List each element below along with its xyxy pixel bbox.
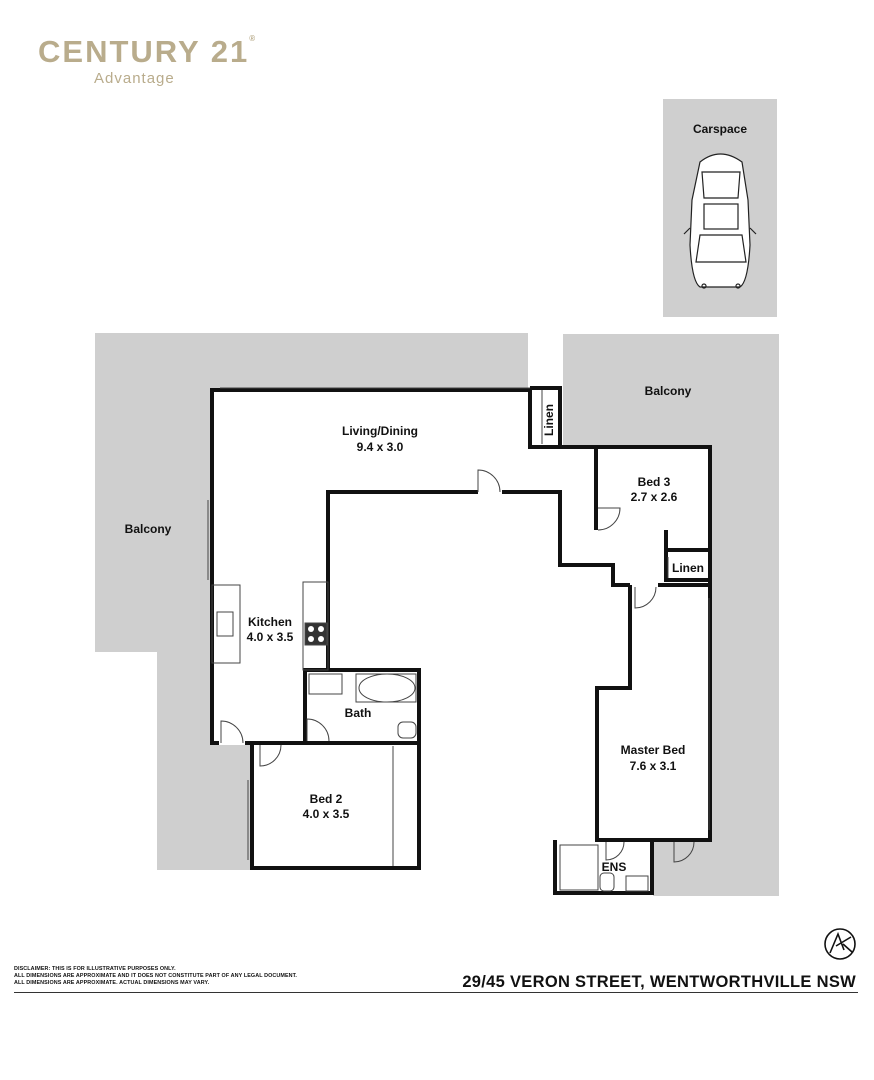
property-address: 29/45 VERON STREET, WENTWORTHVILLE NSW — [462, 973, 856, 991]
door-bed3 — [597, 507, 621, 531]
disclaimer: DISCLAIMER: THIS IS FOR ILLUSTRATIVE PUR… — [14, 966, 297, 987]
balcony-right-label: Balcony — [645, 384, 692, 398]
shower — [559, 844, 599, 891]
door-ens — [605, 841, 625, 861]
balcony-left-label: Balcony — [125, 522, 172, 536]
bath-vanity — [308, 673, 343, 695]
living-kitchen-floor — [212, 390, 710, 840]
kitchen-sink — [216, 611, 234, 637]
linen-mid-label: Linen — [672, 561, 704, 575]
bath-label: Bath — [345, 706, 372, 720]
walls — [210, 386, 712, 895]
room-labels: Carspace Balcony Balcony Living/Dining 9… — [125, 122, 748, 874]
living-name: Living/Dining — [342, 424, 418, 438]
bed2-floor — [252, 743, 419, 868]
living-dims: 9.4 x 3.0 — [357, 440, 404, 454]
disclaimer-line: ALL DIMENSIONS ARE APPROXIMATE. ACTUAL D… — [14, 980, 210, 986]
ens-floor — [555, 840, 652, 893]
footer-rule — [14, 992, 858, 993]
door-bed2 — [259, 744, 282, 767]
bed3-name: Bed 3 — [638, 475, 671, 489]
kitchen-bench — [211, 584, 241, 664]
kitchen-rear-bench — [302, 581, 329, 671]
bed3-floor — [596, 447, 710, 557]
ens-label: ENS — [602, 860, 627, 874]
ens-toilet — [599, 872, 615, 892]
master-name: Master Bed — [621, 743, 686, 757]
door-bath — [306, 718, 330, 742]
fixtures — [207, 387, 710, 892]
disclaimer-line: ALL DIMENSIONS ARE APPROXIMATE AND IT DO… — [14, 973, 298, 979]
door-master — [634, 586, 657, 609]
bed3-dims: 2.7 x 2.6 — [631, 490, 678, 504]
ens-vanity — [625, 875, 649, 892]
balcony-right-area — [563, 334, 779, 896]
linen-top-label: Linen — [542, 404, 556, 436]
registered-mark: ® — [249, 34, 256, 43]
balcony-left-area — [95, 333, 528, 870]
door-master-balcony — [673, 841, 695, 863]
interior-floor — [212, 388, 710, 893]
doors — [220, 469, 695, 863]
bed2-name: Bed 2 — [310, 792, 343, 806]
car-top-view-icon — [683, 153, 757, 289]
linen-top-floor — [530, 388, 560, 444]
kitchen-name: Kitchen — [248, 615, 292, 629]
door-living-corridor — [477, 469, 501, 493]
brand-name: CENTURY 21 — [38, 34, 250, 69]
bed2-dims: 4.0 x 3.5 — [303, 807, 350, 821]
toilet — [397, 721, 417, 739]
master-dims: 7.6 x 3.1 — [630, 759, 677, 773]
cooktop — [304, 622, 328, 646]
kitchen-dims: 4.0 x 3.5 — [247, 630, 294, 644]
door-kitchen-exit — [220, 720, 244, 744]
carspace-label: Carspace — [693, 122, 747, 136]
disclaimer-line: DISCLAIMER: THIS IS FOR ILLUSTRATIVE PUR… — [14, 966, 176, 972]
brand-logo: CENTURY 21® — [38, 34, 255, 70]
north-compass-icon — [824, 928, 856, 960]
brand-office: Advantage — [94, 70, 175, 87]
